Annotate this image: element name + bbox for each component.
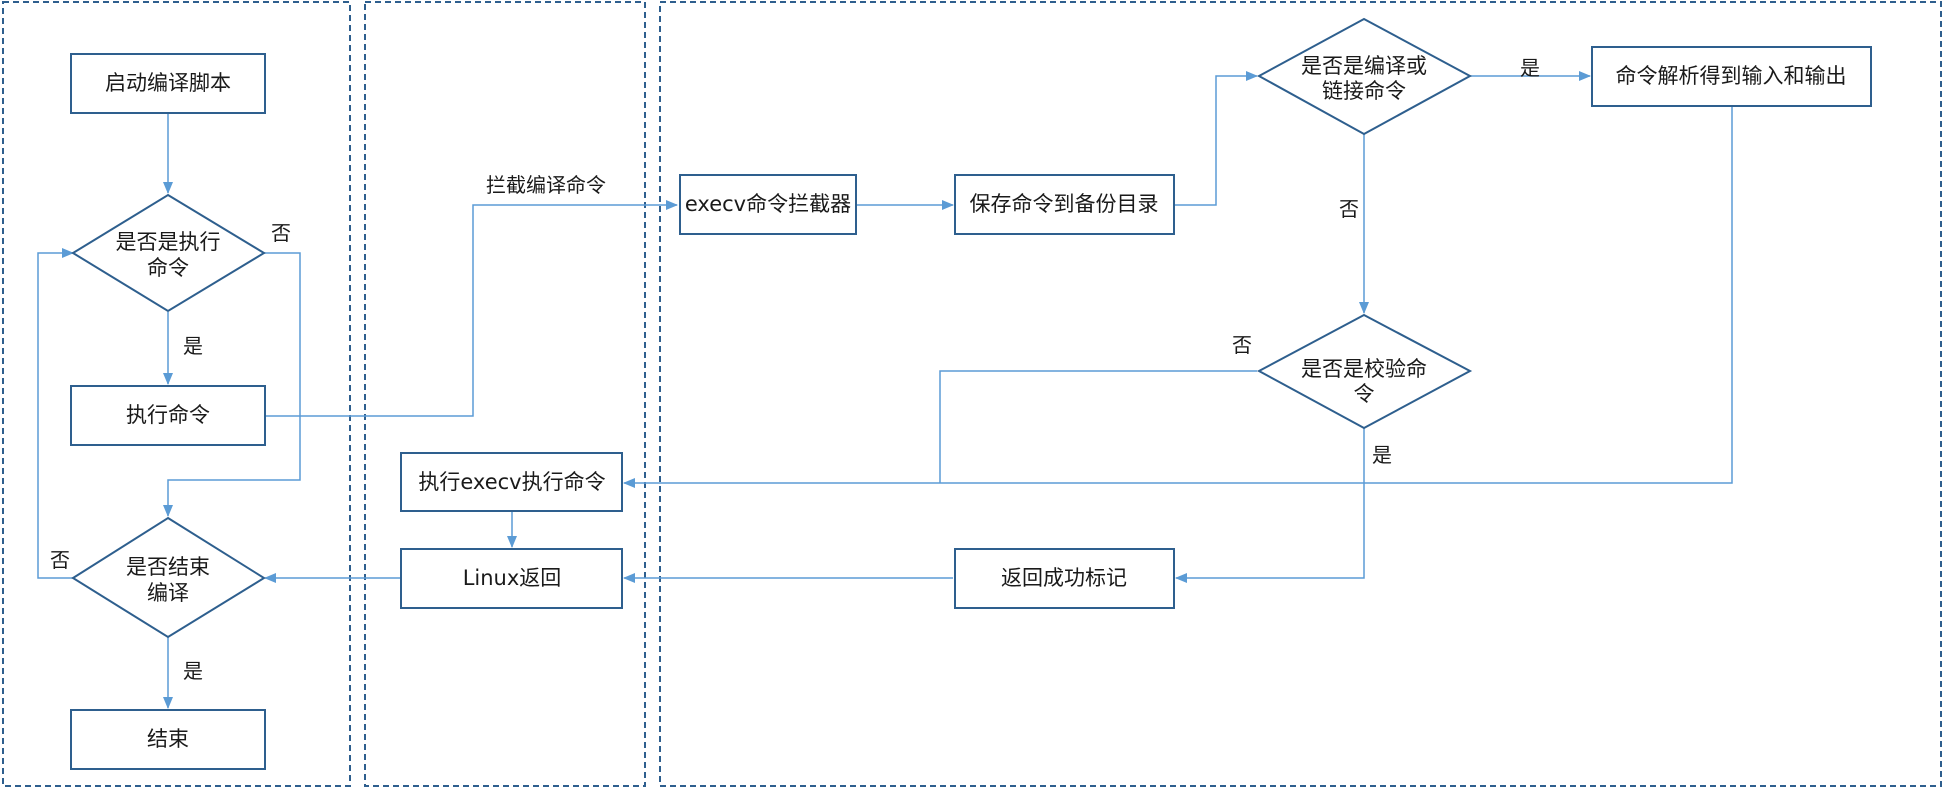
decision-is-compile-label-1: 是否是编译或	[1301, 54, 1427, 78]
decision-is-end-label-1: 是否结束	[126, 555, 210, 579]
node-linux-return-label: Linux返回	[463, 566, 562, 590]
node-exec-command-box	[70, 385, 266, 446]
edge-parse-to-execv	[623, 106, 1733, 488]
edge-exec-check-no	[163, 252, 301, 517]
node-return-success-box	[954, 548, 1175, 609]
lane-middle	[364, 1, 646, 787]
decision-is-verify-label-1: 是否是校验命	[1301, 357, 1427, 381]
node-interceptor-label: execv命令拦截器	[685, 192, 851, 216]
node-save-command-box	[954, 174, 1175, 235]
edge-save-to-compile-check	[1174, 71, 1258, 206]
node-interceptor-box	[679, 174, 857, 235]
node-exec-execv-label: 执行execv执行命令	[418, 470, 605, 494]
edge-label-end-yes: 是	[183, 659, 203, 683]
node-parse-command-label: 命令解析得到输入和输出	[1616, 64, 1847, 88]
edge-label-verify-no: 否	[1232, 333, 1252, 357]
edge-verify-check-no	[939, 370, 1257, 483]
node-exec-execv-box	[400, 452, 623, 512]
edge-exec-to-interceptor	[265, 200, 678, 417]
node-start-box	[70, 53, 266, 114]
node-end-label: 结束	[147, 727, 189, 751]
decision-is-compile-or-link	[1256, 17, 1473, 136]
edge-label-exec-yes: 是	[183, 334, 203, 358]
decision-is-compile-label-2: 链接命令	[1322, 79, 1406, 103]
decision-is-exec-command	[71, 193, 266, 313]
node-start-label: 启动编译脚本	[105, 71, 231, 95]
edge-label-compile-yes: 是	[1520, 56, 1540, 80]
decision-is-verify-command	[1256, 313, 1473, 430]
decision-is-end-compile	[71, 516, 266, 639]
edge-label-end-no: 否	[50, 548, 70, 572]
edge-verify-check-yes	[1175, 428, 1365, 583]
decision-is-exec-label-2: 命令	[147, 256, 189, 280]
node-exec-command-label: 执行命令	[126, 403, 210, 427]
node-parse-command-box	[1591, 46, 1872, 107]
edge-label-exec-no: 否	[271, 221, 291, 245]
lane-right	[659, 1, 1942, 787]
decision-is-exec-label-1: 是否是执行	[116, 230, 221, 254]
node-linux-return-box	[400, 548, 623, 609]
node-save-command-label: 保存命令到备份目录	[970, 192, 1159, 216]
node-return-success-label: 返回成功标记	[1001, 566, 1127, 590]
edge-label-intercept: 拦截编译命令	[486, 173, 606, 197]
decision-is-end-label-2: 编译	[147, 581, 189, 605]
edge-end-check-no	[37, 248, 74, 579]
edge-label-verify-yes: 是	[1372, 443, 1392, 467]
node-end-box	[70, 709, 266, 770]
edge-label-compile-no: 否	[1339, 197, 1359, 221]
decision-is-verify-label-2: 令	[1354, 382, 1375, 406]
lane-left	[2, 1, 351, 787]
